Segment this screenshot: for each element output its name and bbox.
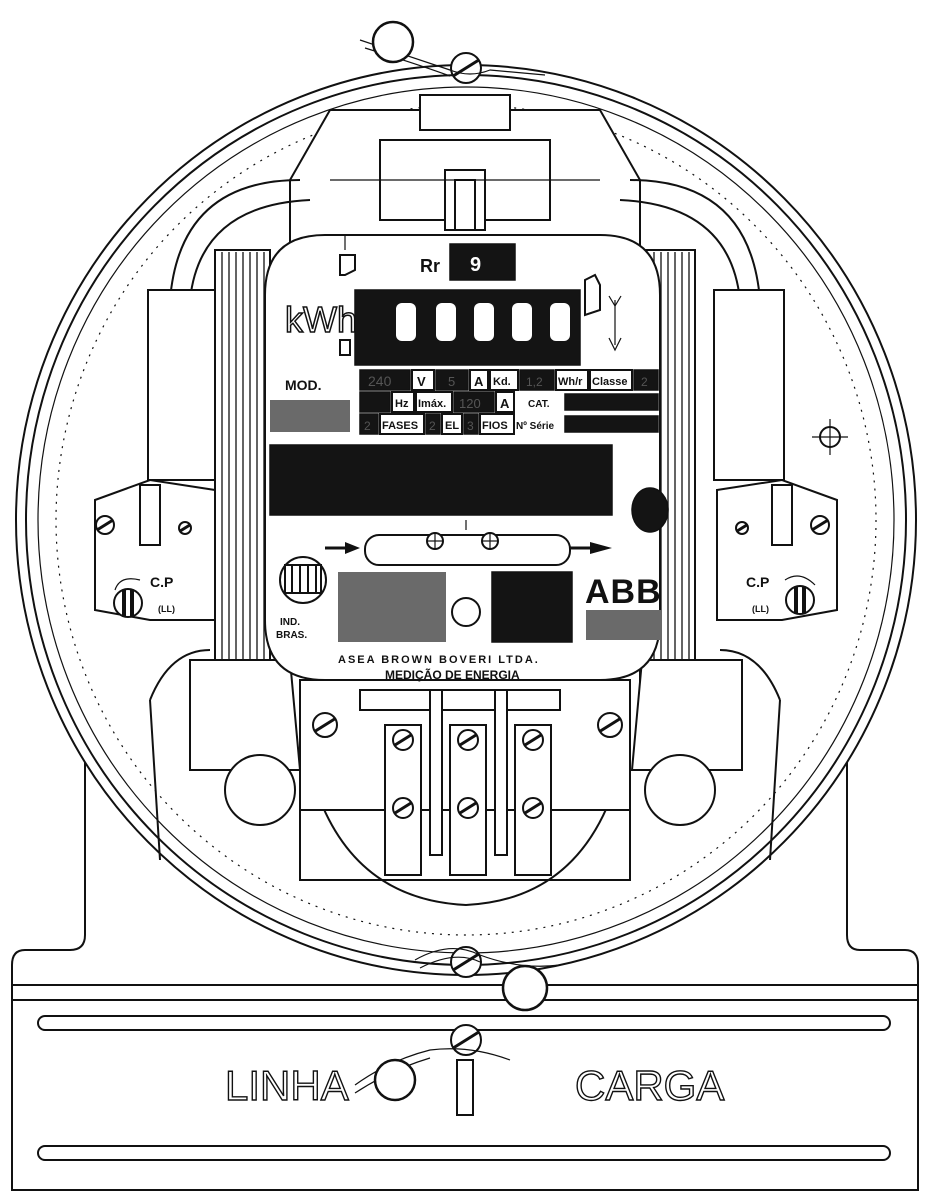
mod-label: MOD. (285, 377, 322, 393)
terminal-screw-3-icon (522, 729, 544, 751)
terminal-screw-6-icon (522, 797, 544, 819)
industria-brasileira-emblem: IND. BRAS. (276, 556, 327, 641)
kd-label: Kd. (493, 376, 511, 388)
register-digit-windows (396, 303, 570, 341)
terminal-screw-5-icon (457, 797, 479, 819)
rr-box (449, 243, 516, 281)
current-terminals (299, 679, 631, 876)
mount-screw-left-icon (312, 712, 338, 738)
terminal-cover-slot-bottom (37, 1145, 891, 1161)
imax-unit: A (500, 396, 510, 411)
direction-arrow-icon (584, 273, 622, 352)
bracket-screw-left-1-icon (95, 515, 115, 535)
current-value: 5 (448, 374, 455, 389)
seal-ball-top (371, 20, 415, 64)
cat-label: CAT. (528, 399, 550, 410)
carga-label: CARGA (575, 1062, 724, 1109)
register-window (354, 289, 581, 366)
bracket-screw-left-2-icon (178, 521, 192, 535)
linha-label: LINHA (225, 1062, 349, 1109)
cp-right-sub: (LL) (752, 604, 769, 614)
abb-logo: ABB (585, 573, 662, 611)
terminal-screw-2-icon (457, 729, 479, 751)
fios-label: FIOS (482, 420, 508, 432)
seal-plate-dark (491, 571, 573, 643)
calibration-left: C.P (LL) (113, 574, 175, 618)
calibration-right: C.P (LL) (746, 574, 816, 615)
serie-label: Nº Série (516, 421, 555, 432)
bracket-screw-right-2-icon (735, 521, 749, 535)
imax-label: Imáx. (418, 398, 446, 410)
classe-value: 2 (641, 375, 648, 389)
alignment-marker-icon (812, 419, 848, 455)
whr-label: Wh/r (558, 376, 583, 388)
terminal-screw-1-icon (392, 729, 414, 751)
cp-left-label: C.P (150, 574, 173, 590)
ind-label: IND. (280, 617, 300, 628)
terminal-screw-4-icon (392, 797, 414, 819)
kd-value: 1,2 (526, 375, 543, 389)
terminal-cover-tab (456, 1059, 474, 1116)
model-plate (270, 400, 350, 432)
top-seal-screw-icon (450, 52, 482, 84)
bottom-seal-screw-icon (450, 946, 482, 978)
seal-ball-bottom (501, 964, 549, 1012)
rr-label: Rr (420, 256, 440, 276)
nameplate: Rr 9 kWh MOD. 240 V 5 A Kd. (264, 234, 662, 682)
fases-label: FASES (382, 420, 418, 432)
classe-label: Classe (592, 376, 627, 388)
cover-seal-screw-icon (450, 1024, 482, 1056)
current-unit: A (474, 374, 484, 389)
manufacturer-name: ASEA BROWN BOVERI LTDA. (338, 654, 540, 666)
hz-label: Hz (395, 398, 409, 410)
abb-subplate (586, 610, 662, 640)
inmetro-seal-plate (338, 572, 446, 642)
imax-value: 120 (459, 396, 481, 411)
seal-ball-cover (373, 1058, 417, 1102)
cp-right-label: C.P (746, 574, 769, 590)
rr-value: 9 (470, 254, 481, 276)
division-name: MEDIÇÃO DE ENERGIA (385, 667, 520, 682)
el-value: 2 (429, 419, 436, 433)
meter-frame (94, 94, 838, 907)
bras-label: BRAS. (276, 630, 307, 641)
mount-screw-right-icon (597, 712, 623, 738)
seal-hole (451, 597, 481, 627)
rotor-disk-window (325, 520, 612, 566)
cp-left-sub: (LL) (158, 604, 175, 614)
bracket-screw-right-1-icon (810, 515, 830, 535)
fases-value: 2 (364, 419, 371, 433)
el-label: EL (445, 420, 459, 432)
voltage-unit: V (417, 374, 426, 389)
kwh-unit: kWh (285, 299, 357, 340)
voltage-value: 240 (368, 373, 392, 389)
damping-magnet-knob (631, 487, 669, 533)
serial-field (269, 444, 613, 516)
fios-value: 3 (467, 419, 474, 433)
